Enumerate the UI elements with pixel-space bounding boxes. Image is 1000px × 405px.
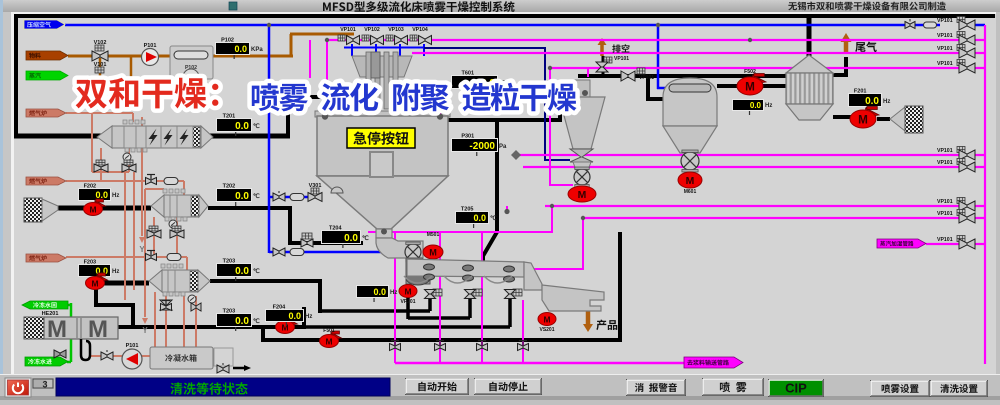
svg-text:VP101: VP101 [340, 27, 356, 33]
svg-text:℃: ℃ [490, 215, 497, 222]
svg-text:VP101: VP101 [937, 211, 953, 217]
svg-text:Hz: Hz [765, 103, 772, 109]
svg-text:VP101: VP101 [937, 160, 953, 166]
svg-text:KPa: KPa [251, 47, 263, 53]
svg-text:Hz: Hz [112, 269, 119, 275]
svg-text:℃: ℃ [362, 235, 369, 242]
svg-text:M: M [543, 314, 550, 324]
svg-text:M: M [47, 316, 67, 343]
svg-text:Pa: Pa [499, 144, 507, 150]
svg-text:0.0: 0.0 [373, 287, 386, 297]
svg-text:Hz: Hz [305, 314, 312, 320]
svg-text:P102: P102 [185, 65, 197, 71]
svg-text:M: M [89, 204, 96, 214]
svg-text:M501: M501 [427, 232, 440, 238]
svg-text:CIP: CIP [785, 381, 807, 396]
svg-text:F202: F202 [84, 184, 97, 190]
svg-text:M: M [858, 114, 868, 127]
svg-text:VP101: VP101 [937, 33, 953, 39]
svg-text:VP101: VP101 [937, 148, 953, 154]
svg-text:0.0: 0.0 [235, 191, 249, 202]
svg-text:V301: V301 [309, 183, 322, 189]
svg-text:Y: Y [142, 326, 148, 335]
svg-text:VS201: VS201 [539, 327, 554, 333]
svg-text:M601: M601 [684, 189, 697, 195]
svg-text:VP104: VP104 [412, 27, 428, 33]
svg-text:VP201: VP201 [400, 299, 415, 305]
svg-text:T204: T204 [329, 226, 342, 232]
svg-text:VP102: VP102 [364, 27, 380, 33]
svg-text:M: M [91, 278, 98, 288]
svg-text:T601: T601 [461, 71, 474, 77]
svg-text:℃: ℃ [253, 123, 260, 130]
svg-text:VP101: VP101 [639, 75, 654, 81]
svg-text:V101: V101 [94, 62, 107, 68]
svg-text:0.0: 0.0 [344, 233, 358, 244]
svg-text:F203: F203 [84, 260, 97, 266]
svg-text:0.0: 0.0 [235, 121, 249, 132]
svg-text:VP101: VP101 [937, 18, 953, 24]
svg-text:T205: T205 [461, 207, 474, 213]
svg-text:P102: P102 [221, 38, 234, 44]
svg-text:T203: T203 [223, 259, 236, 265]
svg-text:0.0: 0.0 [235, 316, 249, 327]
svg-text:0.0: 0.0 [235, 266, 249, 277]
svg-text:VP101: VP101 [937, 46, 953, 52]
svg-text:0.0: 0.0 [750, 101, 762, 110]
svg-text:T202: T202 [223, 184, 236, 190]
svg-text:V102: V102 [94, 40, 107, 46]
svg-text:0.0: 0.0 [95, 190, 108, 200]
svg-text:M: M [686, 176, 695, 187]
svg-text:P101: P101 [126, 343, 139, 349]
svg-text:VP101: VP101 [937, 61, 953, 67]
svg-text:0.0: 0.0 [865, 96, 879, 107]
svg-text:F501: F501 [323, 328, 335, 334]
svg-text:M: M [325, 336, 332, 346]
svg-text:0.0: 0.0 [473, 213, 486, 223]
svg-text:M: M [745, 81, 755, 94]
svg-text:M: M [429, 248, 437, 258]
svg-text:3: 3 [42, 380, 47, 390]
svg-text:Hz: Hz [390, 290, 397, 296]
svg-text:F502: F502 [744, 69, 756, 75]
svg-text:T201: T201 [223, 114, 236, 120]
svg-text:M: M [281, 322, 288, 332]
svg-text:0.0: 0.0 [95, 266, 108, 276]
svg-text:VP101: VP101 [614, 56, 629, 62]
svg-text:VP101: VP101 [937, 237, 953, 243]
svg-text:-2000: -2000 [469, 141, 495, 152]
svg-text:T203: T203 [223, 309, 236, 315]
svg-text:HE201: HE201 [42, 311, 59, 317]
svg-text:VP103: VP103 [388, 27, 404, 33]
svg-text:Y: Y [139, 245, 145, 254]
svg-text:℃: ℃ [253, 193, 260, 200]
svg-text:℃: ℃ [253, 268, 260, 275]
svg-text:P101: P101 [144, 43, 157, 49]
svg-text:M: M [88, 316, 108, 343]
svg-text:F201: F201 [854, 89, 867, 95]
svg-text:℃: ℃ [253, 318, 260, 325]
svg-text:0.0: 0.0 [288, 311, 301, 321]
svg-text:P301: P301 [461, 134, 474, 140]
svg-text:F204: F204 [273, 305, 286, 311]
svg-text:0.0: 0.0 [234, 44, 247, 54]
svg-text:M: M [404, 286, 411, 296]
svg-text:Hz: Hz [112, 193, 119, 199]
svg-text:VP101: VP101 [937, 199, 953, 205]
svg-text:Hz: Hz [883, 99, 890, 105]
svg-text:M: M [578, 190, 587, 201]
